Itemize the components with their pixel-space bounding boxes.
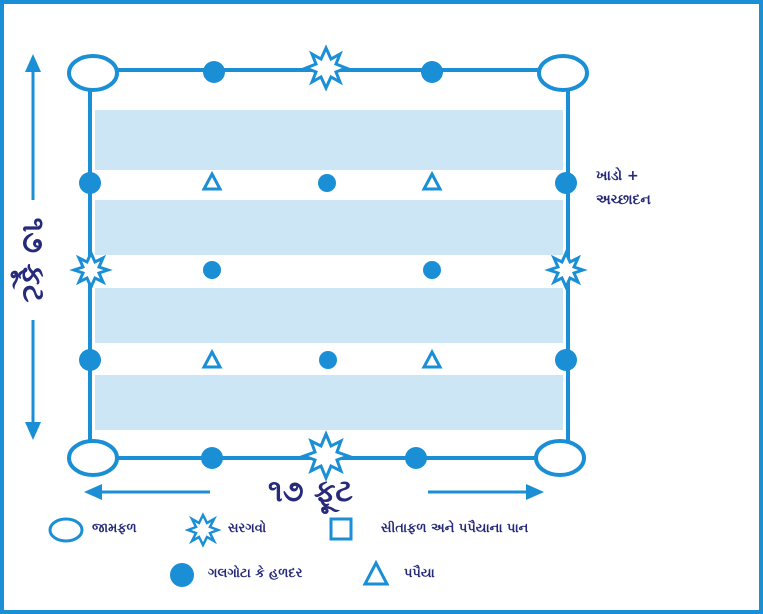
pit-mulch-label-line2: અચ્છાદન <box>596 192 651 208</box>
width-label: ૧૭ ફૂટ <box>268 474 353 509</box>
guava-plant <box>67 439 119 477</box>
drumstick-plant <box>299 430 353 482</box>
mulch-strip <box>95 110 563 170</box>
turmeric-plant <box>405 447 427 469</box>
guava-plant <box>537 54 589 92</box>
turmeric-plant <box>203 61 225 83</box>
turmeric-plant <box>79 349 101 371</box>
pit-mulch-label: ખાડો + અચ્છાદન <box>596 164 651 212</box>
mulch-strip <box>95 288 563 343</box>
turmeric-plant <box>203 261 221 279</box>
arrowhead-left-icon <box>84 484 102 500</box>
turmeric-plant <box>201 447 223 469</box>
papaya-plant <box>201 348 223 369</box>
arrowhead-up-icon <box>25 54 41 72</box>
ellipse-icon <box>48 517 84 543</box>
pit-mulch-label-line1: ખાડો + <box>596 168 639 184</box>
papaya-plant <box>421 348 443 369</box>
mulch-strip <box>95 375 563 430</box>
legend-guava-label: જામફળ <box>92 521 137 536</box>
turmeric-plant <box>423 261 441 279</box>
turmeric-plant <box>555 172 577 194</box>
arrowhead-down-icon <box>25 422 41 440</box>
mulch-strip <box>95 200 563 255</box>
square-icon <box>329 517 353 541</box>
turmeric-plant <box>421 61 443 83</box>
legend-custard-apple-papaya-leaves-label: સીતાફળ અને પપૈયાના પાન <box>381 521 529 536</box>
legend-papaya-label: પપૈયા <box>404 566 435 581</box>
star-icon <box>184 512 222 548</box>
guava-plant <box>534 439 586 477</box>
filled-circle-icon <box>170 563 194 587</box>
drumstick-plant <box>544 249 588 291</box>
turmeric-plant <box>319 351 337 369</box>
turmeric-plant <box>555 349 577 371</box>
drumstick-plant <box>69 249 113 291</box>
guava-plant <box>67 54 119 92</box>
drumstick-plant <box>301 44 351 92</box>
turmeric-plant <box>79 172 101 194</box>
height-label: ૧૭ ફૂટ <box>15 217 51 303</box>
papaya-plant <box>201 170 223 191</box>
triangle-icon <box>362 559 390 586</box>
papaya-plant <box>421 170 443 191</box>
turmeric-plant <box>318 174 336 192</box>
legend-turmeric-label: ગલગોટા કે હળદર <box>208 566 303 581</box>
legend-drumstick-label: સરગવો <box>228 521 267 536</box>
arrowhead-right-icon <box>526 484 544 500</box>
